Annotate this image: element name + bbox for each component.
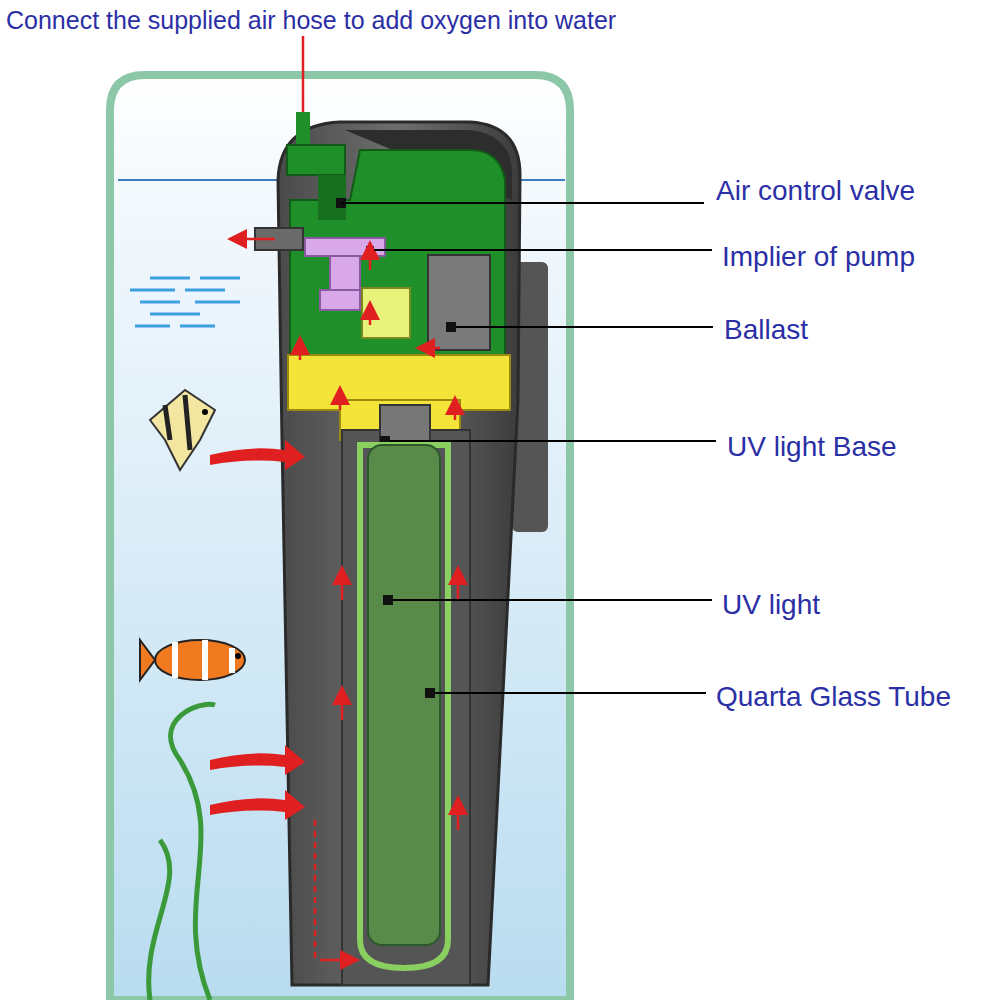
- part-label: Implier of pump: [722, 241, 915, 273]
- flow-arrows-part: [457, 570, 460, 600]
- angelfish-part: [202, 409, 208, 415]
- clownfish-part: [140, 640, 155, 680]
- inflow-arrows-part: [210, 440, 305, 470]
- leader-lines-part: [456, 326, 713, 328]
- part-label: UV light: [722, 589, 820, 621]
- inflow-arrows: [210, 440, 305, 820]
- leader-lines-part: [435, 692, 706, 694]
- flow-arrows-part: [341, 690, 344, 720]
- uv-chamber-part: [342, 430, 470, 985]
- ballast: [428, 255, 490, 350]
- leader-lines-part: [342, 202, 704, 204]
- flow-arrows: [232, 0, 458, 960]
- flow-arrows-part: [341, 570, 344, 600]
- leader-lines-part: [374, 249, 712, 251]
- aquarium-tank: [110, 75, 570, 1000]
- flow-arrows-part: [420, 347, 440, 350]
- water-ripples: [130, 278, 240, 326]
- flow-arrows-part: [369, 245, 372, 270]
- angelfish-part: [165, 395, 190, 450]
- flow-arrows-part: [457, 800, 460, 830]
- angelfish: [150, 390, 215, 470]
- uv-chamber-part: [380, 405, 430, 445]
- aquarium-tank-part: [110, 75, 570, 1000]
- air-valve-part: [287, 145, 345, 175]
- water-ripples-part: [140, 301, 180, 304]
- flow-arrows-part: [339, 390, 342, 410]
- ballast-part: [428, 255, 490, 350]
- water-ripples-part: [150, 313, 200, 316]
- flow-arrows-part: [369, 305, 372, 325]
- water-ripples-part: [180, 325, 215, 328]
- part-label: UV light Base: [727, 431, 897, 463]
- impeller-part: [320, 290, 360, 310]
- filter-housing: [278, 122, 548, 985]
- uv-chamber-part: [360, 445, 448, 968]
- water-ripples-part: [195, 301, 240, 304]
- leader-lines-part: [390, 440, 716, 442]
- uv-chamber-part: [368, 445, 440, 945]
- air-valve: [287, 112, 346, 220]
- motor-coil-part: [362, 288, 410, 338]
- plant: [149, 704, 215, 1000]
- flow-arrows-part: [232, 238, 275, 241]
- clownfish-part: [155, 640, 245, 680]
- plant-part: [171, 704, 215, 1000]
- flow-arrows-part: [454, 400, 457, 420]
- flow-arrows-part: [314, 820, 317, 960]
- clownfish-part: [175, 640, 232, 680]
- leader-lines-part: [393, 599, 712, 601]
- air-valve-part: [318, 175, 346, 220]
- pump-head: [288, 150, 510, 440]
- pump-head-part: [290, 150, 505, 370]
- water-ripples-part: [185, 289, 225, 292]
- filter-housing-part: [278, 122, 520, 985]
- part-label: Quarta Glass Tube: [716, 681, 951, 713]
- ballast-part: [446, 322, 456, 332]
- angelfish-part: [150, 390, 215, 470]
- uv-chamber-part: [383, 595, 393, 605]
- flow-arrows-part: [302, 36, 305, 112]
- uv-chamber-part: [425, 688, 435, 698]
- plant-part: [149, 840, 170, 1000]
- leader-lines: [342, 203, 716, 693]
- inflow-arrows-part: [210, 745, 305, 775]
- water-ripples-part: [200, 277, 240, 280]
- part-label: Air control valve: [716, 175, 915, 207]
- inflow-arrows-part: [210, 790, 305, 820]
- water-ripples-part: [130, 289, 175, 292]
- part-label: Ballast: [724, 314, 808, 346]
- clownfish: [140, 640, 245, 680]
- clownfish-part: [235, 653, 241, 659]
- water-ripples-part: [135, 325, 170, 328]
- uv-chamber: [342, 405, 470, 985]
- flow-arrows-part: [299, 340, 302, 360]
- callout-note: Connect the supplied air hose to add oxy…: [6, 6, 616, 35]
- flow-arrows-part: [320, 959, 355, 962]
- impeller-part: [305, 238, 385, 256]
- water-ripples-part: [150, 277, 190, 280]
- motor-coil: [362, 288, 410, 338]
